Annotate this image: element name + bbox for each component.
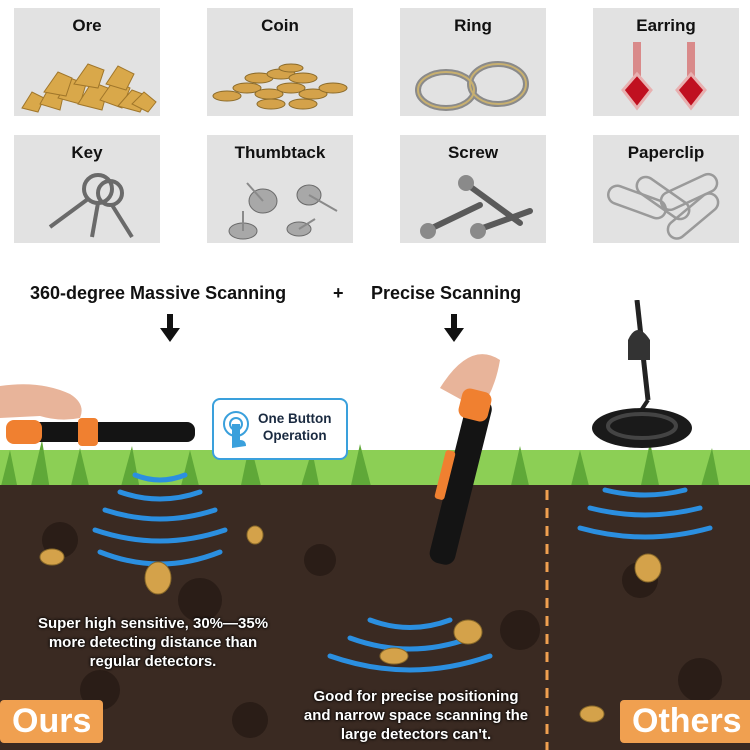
item-tile-thumbtack: Thumbtack	[207, 135, 353, 243]
item-tile-paperclip: Paperclip	[593, 135, 739, 243]
item-label: Key	[71, 143, 103, 162]
badge-line2: Operation	[262, 428, 327, 443]
ring-icon	[415, 61, 529, 111]
item-tile-coin: Coin	[207, 8, 353, 116]
caption-precise: Good for precise positioning and narrow …	[282, 687, 550, 744]
earring-icon	[621, 42, 707, 111]
item-label: Thumbtack	[234, 143, 326, 162]
down-arrow-icon	[444, 314, 464, 342]
item-tile-screw: Screw	[400, 135, 546, 243]
headline-plus: +	[333, 283, 344, 303]
badge-line1: One Button	[258, 411, 332, 426]
finger-press-icon	[223, 411, 249, 448]
item-tile-earring: Earring	[593, 8, 739, 116]
caption-left-line3: regular detectors.	[89, 653, 217, 670]
screw-icon	[420, 175, 533, 239]
ore-icon	[21, 63, 157, 113]
item-label: Ore	[72, 16, 102, 35]
coins-icon	[212, 63, 348, 110]
item-label: Screw	[447, 143, 499, 162]
others-tag: Others	[620, 700, 750, 743]
caption-sensitivity: Super high sensitive, 30%—35% more detec…	[8, 614, 298, 671]
item-label: Coin	[261, 16, 299, 35]
paperclip-icon	[607, 172, 720, 240]
one-button-badge: One Button Operation	[212, 398, 348, 460]
keys-icon	[48, 173, 134, 239]
caption-left-line2: more detecting distance than	[48, 634, 258, 651]
caption-center-line2: and narrow space scanning the	[303, 707, 529, 724]
item-tile-ore: Ore	[14, 8, 160, 116]
caption-center-line1: Good for precise positioning	[313, 688, 519, 705]
caption-left-line1: Super high sensitive, 30%—35%	[37, 615, 269, 632]
ours-tag: Ours	[0, 700, 104, 743]
thumbtack-icon	[228, 182, 338, 240]
item-tile-ring: Ring	[400, 8, 546, 116]
item-label: Earring	[636, 16, 696, 35]
caption-center-line3: large detectors can't.	[340, 726, 492, 743]
headline-massive-scanning: 360-degree Massive Scanning	[30, 283, 287, 303]
headline-precise-scanning: Precise Scanning	[371, 283, 522, 303]
soil-scene	[0, 300, 750, 750]
down-arrow-icon	[160, 314, 180, 342]
item-label: Ring	[454, 16, 492, 35]
item-label: Paperclip	[627, 143, 705, 162]
item-tile-key: Key	[14, 135, 160, 243]
